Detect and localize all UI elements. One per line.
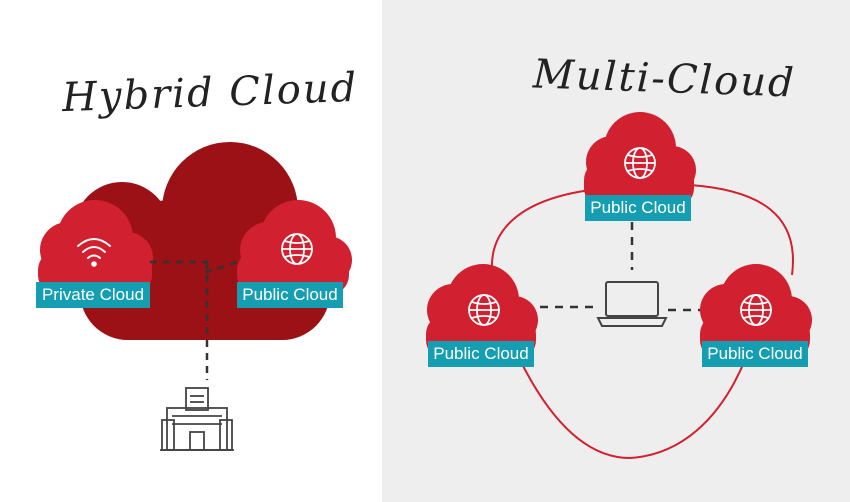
- globe-icon: [740, 294, 772, 326]
- hybrid-public-cloud-label: Public Cloud: [237, 282, 343, 308]
- globe-icon: [468, 294, 500, 326]
- hybrid-connectors: [150, 260, 238, 380]
- multi-cloud-ring: [490, 184, 794, 460]
- laptop-icon: [596, 281, 668, 327]
- building-icon: [160, 387, 234, 451]
- multi-top-cloud-shape: [584, 112, 696, 208]
- wifi-icon: [77, 238, 111, 267]
- multi-left-public-cloud-label: Public Cloud: [428, 341, 534, 367]
- multi-top-public-cloud-label: Public Cloud: [585, 195, 691, 221]
- private-cloud-label: Private Cloud: [36, 282, 150, 308]
- multi-connectors: [540, 222, 710, 312]
- globe-icon: [281, 233, 313, 265]
- globe-icon: [624, 147, 656, 179]
- multi-cloud-panel: [382, 0, 850, 502]
- multi-right-public-cloud-label: Public Cloud: [702, 341, 808, 367]
